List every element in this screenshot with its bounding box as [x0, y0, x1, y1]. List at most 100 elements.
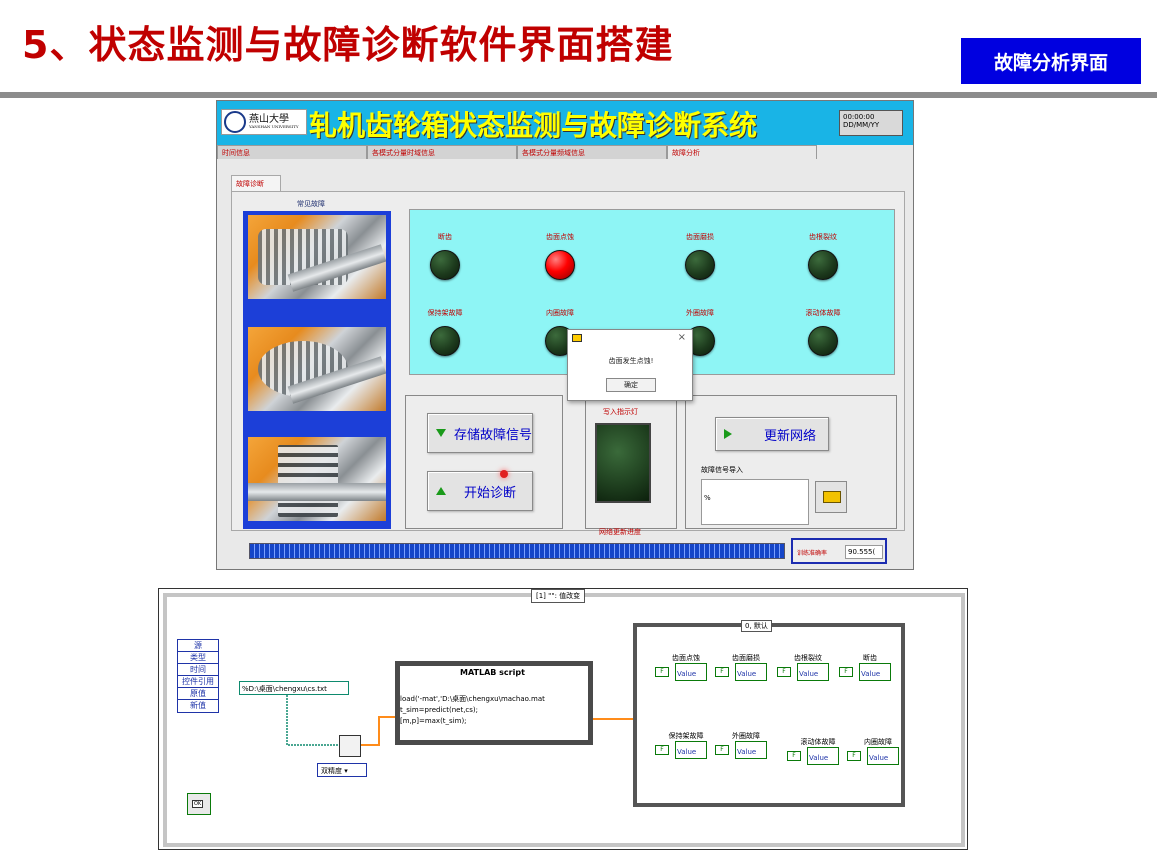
matlab-script-node[interactable]: MATLAB script load('-mat','D:\桌面\chengxu… [395, 661, 593, 745]
write-indicator-led [595, 423, 651, 503]
clock-date: DD/MM/YY [843, 121, 880, 130]
property-node: Value [859, 663, 891, 681]
dialog-ok-button[interactable]: 确定 [606, 378, 656, 392]
indicator-label: 断齿 [863, 654, 877, 662]
read-spreadsheet-icon[interactable] [339, 735, 361, 757]
event-item: 原值 [178, 688, 218, 700]
bool-constant: F [839, 667, 853, 677]
diagnose-button-label: 开始诊断 [464, 485, 517, 501]
led-label: 断齿 [438, 233, 452, 241]
event-item: 时间 [178, 664, 218, 676]
accuracy-indicator: 训练准确率 90.555( [791, 538, 887, 564]
tab-time-domain[interactable]: 各模式分量时域信息 [367, 145, 517, 159]
matlab-script-code: load('-mat','D:\桌面\chengxu\machao.mat t_… [400, 695, 545, 725]
seal-icon [224, 111, 246, 133]
logo-subtext: YANSHAN UNIVERSITY [249, 124, 299, 129]
led-pitting: 齿面点蚀 [515, 232, 605, 280]
down-arrow-icon [436, 429, 446, 437]
case-selector[interactable]: 0, 默认 [741, 620, 772, 632]
browse-folder-button[interactable] [815, 481, 847, 513]
property-node: Value [675, 741, 707, 759]
accuracy-value: 90.555( [845, 545, 883, 559]
property-node: Value [867, 747, 899, 765]
matlab-script-title: MATLAB script [460, 668, 525, 677]
accuracy-label: 训练准确率 [797, 550, 828, 557]
ok-button-terminal[interactable]: OK [187, 793, 211, 815]
alert-dialog: × 齿面发生点蚀! 确定 [567, 329, 693, 401]
led-label: 齿面磨损 [686, 233, 714, 241]
indicator-label: 滚动体故障 [800, 738, 836, 746]
main-tabs: 时间信息 各模式分量时域信息 各模式分量频域信息 故障分析 [217, 145, 817, 159]
led-label: 保持架故障 [427, 309, 463, 317]
wire-layer [286, 695, 633, 746]
tab-frequency-domain[interactable]: 各模式分量频域信息 [517, 145, 667, 159]
gear-photo-2 [248, 327, 386, 411]
event-item: 控件引用 [178, 676, 218, 688]
store-button-label: 存储故障信号 [454, 427, 533, 443]
event-item: 类型 [178, 652, 218, 664]
slide-title: 5、状态监测与故障诊断软件界面搭建 [22, 23, 674, 67]
tab-fault-diagnosis[interactable]: 故障诊断 [231, 175, 281, 192]
led-indicator [808, 250, 838, 280]
path-constant[interactable]: %D:\桌面\chengxu\cs.txt [239, 681, 349, 695]
gear-photo-1 [248, 215, 386, 299]
property-node: Value [735, 663, 767, 681]
indicator-cage-fault: 保持架故障 F Value [655, 731, 717, 759]
led-cage-fault: 保持架故障 [400, 308, 490, 356]
store-fault-signal-button[interactable]: 存储故障信号 [427, 413, 533, 453]
led-label: 内圈故障 [546, 309, 574, 317]
indicator-label: 保持架故障 [668, 732, 704, 740]
write-indicator-label: 写入指示灯 [603, 408, 638, 416]
tab-time-info[interactable]: 时间信息 [217, 145, 367, 159]
clock-display: 00:00:00 DD/MM/YY [839, 110, 903, 136]
update-network-button[interactable]: 更新网络 [715, 417, 829, 451]
event-item: 源 [178, 640, 218, 652]
led-indicator [430, 326, 460, 356]
labview-icon [572, 334, 582, 342]
led-label: 外圈故障 [686, 309, 714, 317]
event-item: 新值 [190, 701, 206, 710]
section-tag: 故障分析界面 [961, 38, 1141, 84]
indicator-label: 齿面点蚀 [672, 654, 700, 662]
folder-icon [823, 491, 841, 503]
led-rolling-element-fault: 滚动体故障 [778, 308, 868, 356]
fault-signal-path-input[interactable]: % [701, 479, 809, 525]
event-case-selector[interactable]: [1] "": 值改变 [531, 589, 586, 603]
up-arrow-icon [436, 487, 446, 495]
tab-fault-analysis[interactable]: 故障分析 [667, 145, 817, 159]
led-indicator [685, 250, 715, 280]
app-title: 轧机齿轮箱状态监测与故障诊断系统 [309, 109, 758, 142]
bool-constant: F [655, 745, 669, 755]
clock-time: 00:00:00 [843, 113, 875, 121]
close-icon[interactable]: × [677, 332, 686, 343]
data-type-selector[interactable]: 双精度 ▾ [317, 763, 367, 777]
cursor-click-icon [500, 470, 508, 478]
bool-constant: F [715, 745, 729, 755]
led-label: 滚动体故障 [805, 309, 841, 317]
gear-photo-3 [248, 437, 386, 521]
indicator-broken-tooth: 断齿 F Value [839, 653, 901, 681]
property-node: Value [797, 663, 829, 681]
led-broken-tooth: 断齿 [400, 232, 490, 280]
fault-photo-column [243, 211, 391, 529]
update-button-label: 更新网络 [764, 428, 817, 444]
network-progress-label: 网络更新进度 [599, 528, 641, 536]
indicator-label: 外圈故障 [732, 732, 760, 740]
bool-constant: F [655, 667, 669, 677]
property-node: Value [675, 663, 707, 681]
start-diagnosis-button[interactable]: 开始诊断 [427, 470, 533, 511]
data-type-value: 双精度 [321, 767, 342, 775]
led-indicator [545, 250, 575, 280]
network-progress-bar [249, 543, 785, 559]
dialog-message: 齿面发生点蚀! [608, 357, 654, 365]
common-faults-label: 常见故障 [297, 200, 325, 208]
refresh-arrow-icon [724, 429, 732, 439]
divider [0, 92, 1157, 98]
